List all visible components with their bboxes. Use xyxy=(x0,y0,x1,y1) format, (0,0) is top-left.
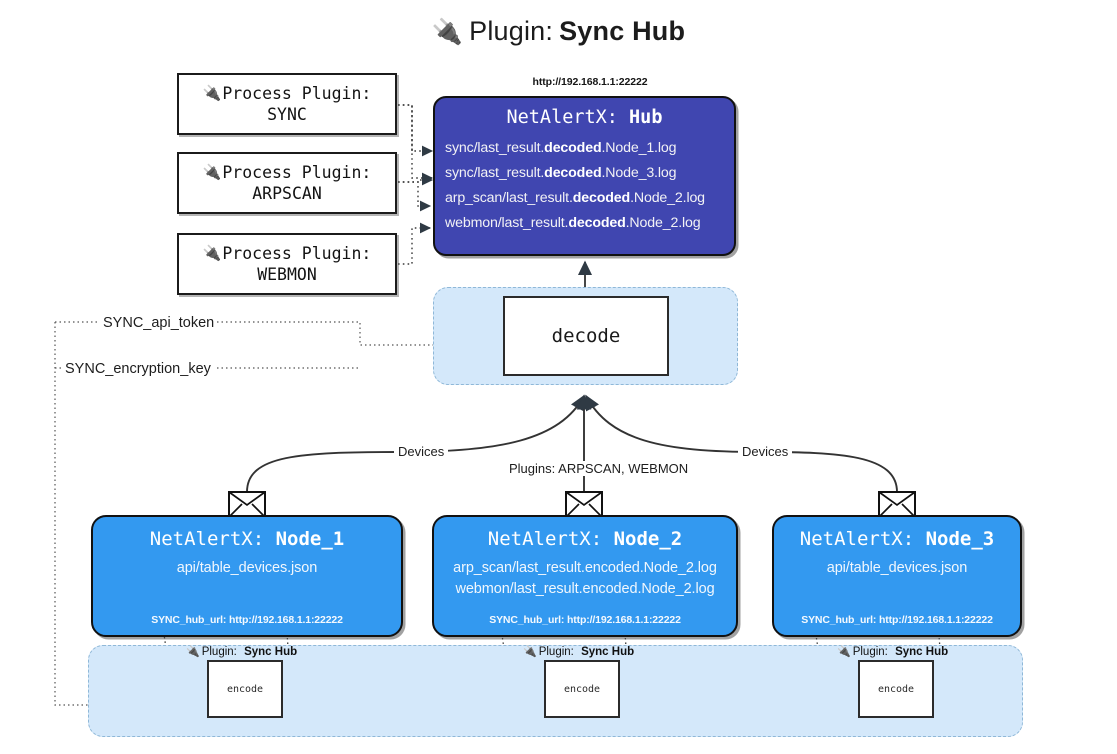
encode-box-1[interactable]: encode xyxy=(207,660,283,718)
title-prefix: Plugin: xyxy=(469,16,554,46)
process-plugin-arpscan[interactable]: 🔌Process Plugin: ARPSCAN xyxy=(177,152,397,214)
envelope-icon xyxy=(565,491,603,523)
log-pre: sync/last_result. xyxy=(445,139,545,156)
plugins-label-center: Plugins: ARPSCAN, WEBMON xyxy=(505,461,693,476)
log-em: decoded xyxy=(572,189,631,206)
page-title: 🔌 Plugin: Sync Hub xyxy=(0,16,1117,47)
log-post: .Node_2.log xyxy=(625,215,701,232)
plug-icon: 🔌 xyxy=(202,162,222,181)
plug-icon: 🔌 xyxy=(202,243,222,262)
encode-box-2[interactable]: encode xyxy=(544,660,620,718)
log-post: .Node_1.log xyxy=(601,139,677,156)
node-title: NetAlertX: Node_2 xyxy=(488,528,682,550)
process-plugin-name: ARPSCAN xyxy=(252,184,322,203)
hub-log-row: arp_scan/last_result.decoded.Node_2.log xyxy=(435,185,734,210)
encoder-label-name: Sync Hub xyxy=(895,645,949,658)
node-hub-url: SYNC_hub_url: http://192.168.1.1:22222 xyxy=(489,614,681,626)
node-title-prefix: NetAlertX: xyxy=(149,528,265,550)
plug-icon: 🔌 xyxy=(523,646,537,658)
process-plugin-name: SYNC xyxy=(267,105,307,124)
hub-log-row: webmon/last_result.decoded.Node_2.log xyxy=(435,211,734,236)
hub-url-label: http://192.168.1.1:22222 xyxy=(532,76,648,88)
log-em: decoded xyxy=(544,139,602,156)
process-plugin-label: Process Plugin: xyxy=(222,83,372,103)
devices-label-left: Devices xyxy=(394,444,449,459)
hub-title-prefix: NetAlertX: xyxy=(506,107,618,128)
envelope-icon xyxy=(878,491,916,523)
encoder-label-name: Sync Hub xyxy=(581,645,635,658)
node-hub-url: SYNC_hub_url: http://192.168.1.1:22222 xyxy=(801,614,993,626)
hub-log-row: sync/last_result.decoded.Node_1.log xyxy=(435,135,734,160)
log-em: decoded xyxy=(568,215,626,232)
node-title-name: Node_2 xyxy=(613,528,683,550)
plug-icon: 🔌 xyxy=(837,646,851,658)
node-title-prefix: NetAlertX: xyxy=(487,528,603,550)
node-3[interactable]: NetAlertX: Node_3 api/table_devices.json… xyxy=(772,515,1022,637)
node-hub-url: SYNC_hub_url: http://192.168.1.1:22222 xyxy=(151,614,343,626)
plug-icon: 🔌 xyxy=(202,83,222,102)
process-plugin-label: Process Plugin: xyxy=(222,162,372,182)
log-post: .Node_3.log xyxy=(601,164,677,181)
encoder-plugin-label: 🔌Plugin: Sync Hub xyxy=(837,645,949,659)
process-plugin-webmon[interactable]: 🔌Process Plugin: WEBMON xyxy=(177,233,397,295)
node-data-line: webmon/last_result.encoded.Node_2.log xyxy=(455,581,715,597)
plug-icon: 🔌 xyxy=(431,18,464,46)
log-pre: arp_scan/last_result. xyxy=(445,189,573,206)
plug-icon: 🔌 xyxy=(186,646,200,658)
hub-title-name: Hub xyxy=(629,107,663,128)
process-plugin-label: Process Plugin: xyxy=(222,243,372,263)
log-pre: sync/last_result. xyxy=(445,164,545,181)
envelope-icon xyxy=(228,491,266,523)
title-name: Sync Hub xyxy=(559,16,686,46)
decode-box[interactable]: decode xyxy=(503,296,669,376)
node-2[interactable]: NetAlertX: Node_2 arp_scan/last_result.e… xyxy=(432,515,738,637)
sync-api-token-label: SYNC_api_token xyxy=(100,315,218,331)
node-title-prefix: NetAlertX: xyxy=(799,528,915,550)
log-em: decoded xyxy=(544,164,602,181)
encoder-plugin-label: 🔌Plugin: Sync Hub xyxy=(523,645,635,659)
encoder-label-prefix: Plugin: xyxy=(538,645,574,658)
node-data-line: arp_scan/last_result.encoded.Node_2.log xyxy=(453,560,717,576)
encode-box-3[interactable]: encode xyxy=(858,660,934,718)
encoder-label-prefix: Plugin: xyxy=(852,645,888,658)
sync-encryption-key-label: SYNC_encryption_key xyxy=(62,361,214,377)
log-post: .Node_2.log xyxy=(630,189,705,206)
node-title-name: Node_1 xyxy=(275,528,345,550)
hub-node[interactable]: NetAlertX: Hub sync/last_result.decoded.… xyxy=(433,96,736,256)
node-title: NetAlertX: Node_1 xyxy=(150,528,344,550)
encoder-plugin-label: 🔌Plugin: Sync Hub xyxy=(186,645,298,659)
node-data-line: api/table_devices.json xyxy=(826,560,968,576)
node-data-line: api/table_devices.json xyxy=(176,560,318,576)
log-pre: webmon/last_result. xyxy=(445,215,569,232)
hub-log-row: sync/last_result.decoded.Node_3.log xyxy=(435,160,734,185)
hub-title: NetAlertX: Hub xyxy=(435,107,734,128)
process-plugin-name: WEBMON xyxy=(257,265,317,284)
process-plugin-sync[interactable]: 🔌Process Plugin: SYNC xyxy=(177,73,397,135)
devices-label-right: Devices xyxy=(738,444,793,459)
encoder-label-prefix: Plugin: xyxy=(201,645,237,658)
node-title: NetAlertX: Node_3 xyxy=(800,528,994,550)
encoder-label-name: Sync Hub xyxy=(244,645,298,658)
node-1[interactable]: NetAlertX: Node_1 api/table_devices.json… xyxy=(91,515,403,637)
node-title-name: Node_3 xyxy=(925,528,995,550)
